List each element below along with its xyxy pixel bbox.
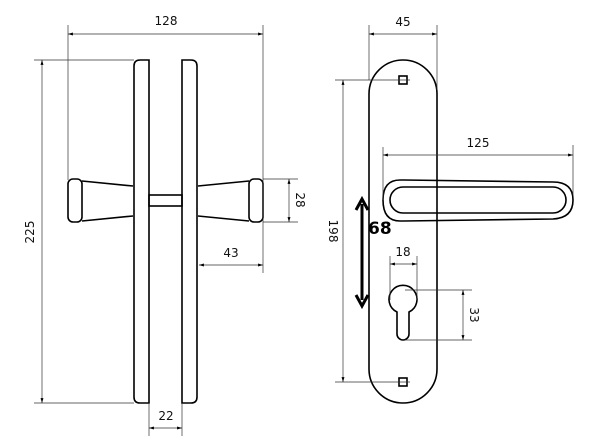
dim-plate-height: 225 (23, 221, 37, 244)
dim-door-thickness: 22 (158, 409, 173, 423)
dim-knob-height: 28 (293, 192, 307, 207)
right-handle-knob (248, 178, 264, 223)
left-handle-neck (81, 180, 134, 222)
front-view: 45 198 125 68 18 33 (326, 15, 574, 404)
lever-outer (382, 179, 574, 222)
left-handle-knob (67, 178, 83, 223)
dim-cylinder-width: 18 (395, 245, 410, 259)
dim-handle-projection: 43 (223, 246, 238, 260)
dim-screw-spacing: 198 (326, 220, 340, 243)
spindle (148, 194, 183, 207)
left-plate (133, 59, 150, 404)
dim-lever-to-cylinder: 68 (368, 219, 392, 239)
side-view: 128 225 28 43 22 (23, 14, 307, 436)
right-handle-neck (197, 180, 250, 222)
cylinder-hole (388, 284, 418, 341)
dim-cylinder-height: 33 (467, 307, 481, 322)
dim-overall-width: 128 (155, 14, 178, 28)
dim-lever-length: 125 (467, 136, 490, 150)
right-plate (181, 59, 198, 404)
lever-inner (389, 186, 567, 214)
dim-plate-width: 45 (395, 15, 410, 29)
backplate (368, 59, 438, 404)
